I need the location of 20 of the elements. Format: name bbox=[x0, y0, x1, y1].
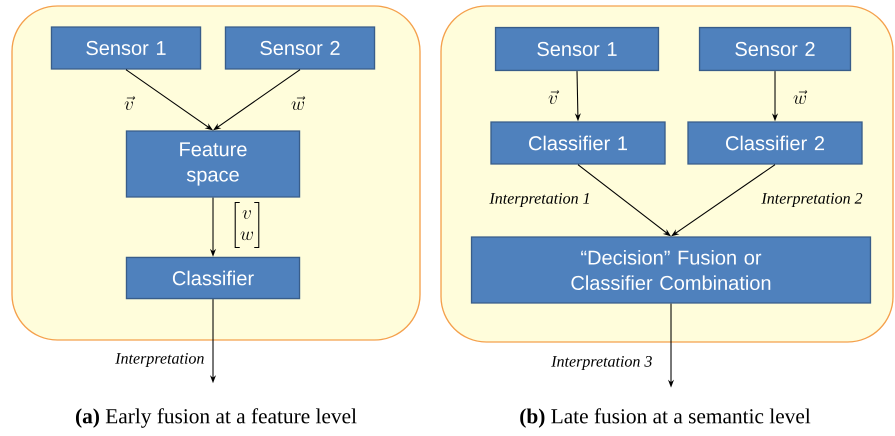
edge-label: $\vec{w}$ bbox=[292, 96, 306, 110]
edge-label: $\vec{v}$ bbox=[124, 96, 136, 110]
edge-label: $\vec{v}$ bbox=[548, 90, 560, 104]
caption: (a) Early fusion at a feature level bbox=[76, 408, 357, 428]
edge-label: Interpretation bbox=[115, 353, 204, 367]
edge-label: Interpretation 2 bbox=[761, 193, 862, 207]
process-box: Sensor 1 bbox=[494, 26, 660, 72]
edge-label: $\begin{bmatrix} v \\ w \end{bmatrix}$ bbox=[234, 202, 260, 248]
process-box: Classifier bbox=[126, 256, 300, 300]
process-box: Sensor 2 bbox=[224, 26, 376, 70]
process-box: Feature space bbox=[126, 130, 300, 198]
edge-label: Interpretation 1 bbox=[489, 193, 589, 207]
process-box: Classifier 1 bbox=[490, 121, 666, 165]
process-box: Sensor 1 bbox=[50, 26, 202, 70]
caption: (b) Late fusion at a semantic level bbox=[520, 408, 810, 428]
process-box: Sensor 2 bbox=[698, 26, 852, 72]
process-box: Classifier 2 bbox=[687, 121, 863, 165]
edge-label: Interpretation 3 bbox=[551, 356, 652, 370]
process-box: “Decision” Fusion or Classifier Combination bbox=[470, 236, 872, 304]
edge-label: $\vec{w}$ bbox=[794, 90, 808, 104]
